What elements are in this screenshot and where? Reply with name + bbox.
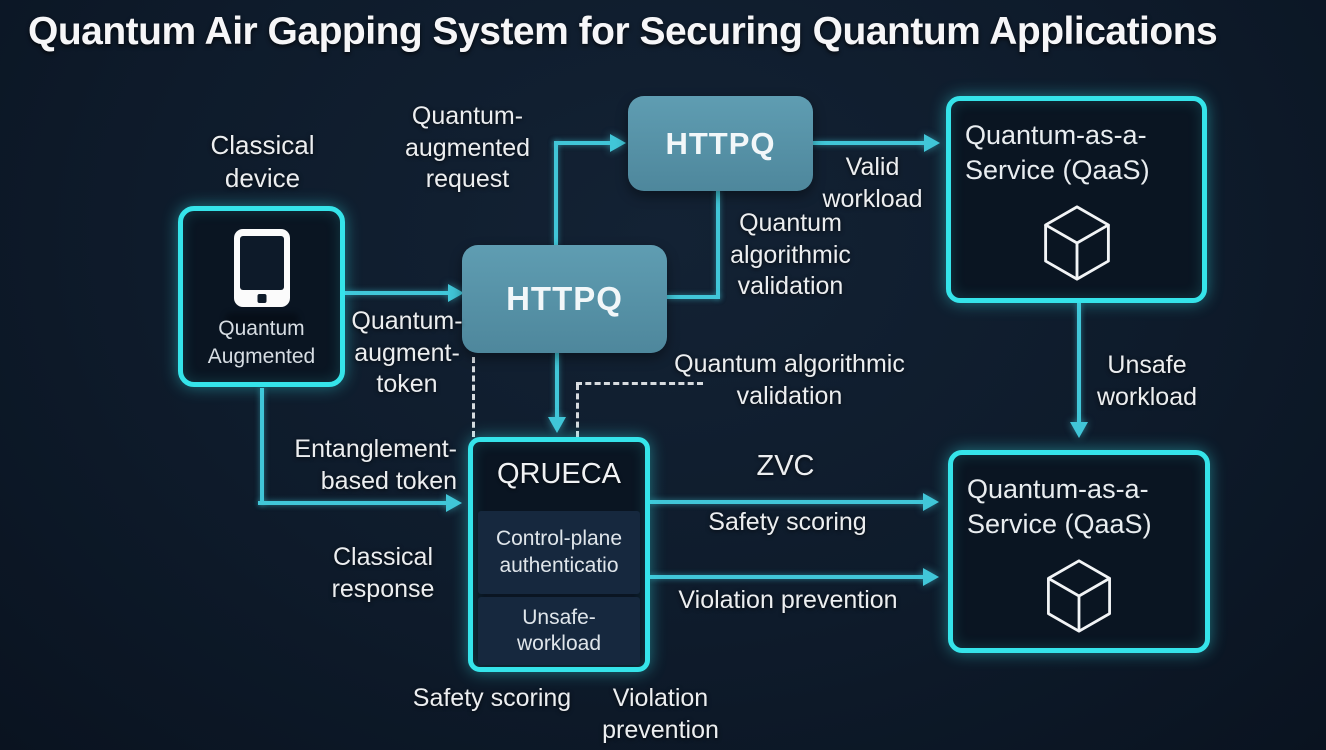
label-violation-prevention: Violation prevention [678,586,898,614]
label-zvc: ZVC [756,450,815,482]
node-qaas-primary: Quantum-as-a- Service (QaaS) [946,96,1207,303]
edge-zvc-arrowhead [923,493,939,511]
httpq-gateway-label: HTTPQ [665,125,776,161]
label-safety-scoring: Safety scoring [708,508,867,536]
edge-valid-workload-line [813,141,926,145]
qrueca-section-unsafe-workload: Unsafe- workload [478,597,640,665]
edge-unsafe-workload-line [1077,303,1081,424]
dashed-connector-validation-horizontal [576,382,703,385]
edge-valid-workload-arrowhead [924,134,940,152]
qrueca-unsafe-workload-label: Unsafe- workload [516,605,602,655]
label-safety-scoring-bottom: Safety scoring [412,684,572,712]
edge-entanglement-line-horizontal [258,501,448,505]
edge-entanglement-line-vertical [260,388,264,505]
node-qaas-sandbox: Quantum-as-a- Service (QaaS) [948,450,1210,653]
cube-icon [1047,559,1111,633]
cube-icon [1043,205,1110,281]
qrueca-section-control-plane: Control-plane authenticatio [478,511,640,594]
node-classical-device: Quantum Augmented [178,206,345,387]
edge-device-to-httpq-line [345,291,449,295]
page-title: Quantum Air Gapping System for Securing … [28,10,1218,53]
smartphone-shadow [224,313,299,325]
label-quantum-algorithmic-validation-upper: Quantum algorithmic validation [730,209,851,300]
label-classical-response: Classical response [331,543,435,603]
edge-httpq-up-line-horizontal [554,141,612,145]
httpq-core-label: HTTPQ [506,280,623,317]
label-entanglement-based-token: Entanglement- based token [294,435,457,495]
label-unsafe-workload: Unsafe workload [1096,351,1198,411]
edge-httpq-up-arrowhead [610,134,626,152]
edge-unsafe-workload-arrowhead [1070,422,1088,438]
qrueca-control-plane-label: Control-plane authenticatio [495,527,623,577]
node-httpq-core: HTTPQ [462,245,667,353]
dashed-connector-token-to-qrueca [472,357,475,437]
edge-violation-line [650,575,925,579]
label-violation-prevention-bottom: Violation prevention [602,684,719,744]
node-httpq-gateway: HTTPQ [628,96,813,191]
edge-entanglement-arrowhead [446,494,462,512]
edge-httpq-up-line-vertical [554,141,558,245]
edge-device-to-httpq-arrowhead [448,284,464,302]
edge-httpq-to-qrueca-line [555,353,559,419]
edge-validation-line-horizontal [667,295,720,299]
dashed-connector-validation-to-qrueca [576,384,579,437]
edge-violation-arrowhead [923,568,939,586]
label-valid-workload: Valid workload [822,153,923,213]
edge-zvc-line [650,500,925,504]
node-qrueca: QRUECA Control-plane authenticatio Unsaf… [468,437,650,672]
classical-device-caption: Classical device [210,130,315,193]
smartphone-icon [233,229,290,307]
qaas-primary-label: Quantum-as-a- Service (QaaS) [965,120,1150,186]
label-quantum-augmented-request: Quantum- augmented request [404,102,531,193]
label-quantum-algorithmic-validation-lower: Quantum algorithmic validation [674,350,905,410]
device-label: Quantum Augmented [207,317,316,368]
qaas-sandbox-label: Quantum-as-a- Service (QaaS) [967,474,1152,540]
qrueca-title: QRUECA [496,458,622,490]
edge-validation-line-vertical [716,191,720,299]
edge-httpq-to-qrueca-arrowhead [548,417,566,433]
smartphone-screen [239,236,284,290]
label-quantum-augment-token: Quantum- augment- token [351,307,463,398]
smartphone-home-button [257,294,266,303]
